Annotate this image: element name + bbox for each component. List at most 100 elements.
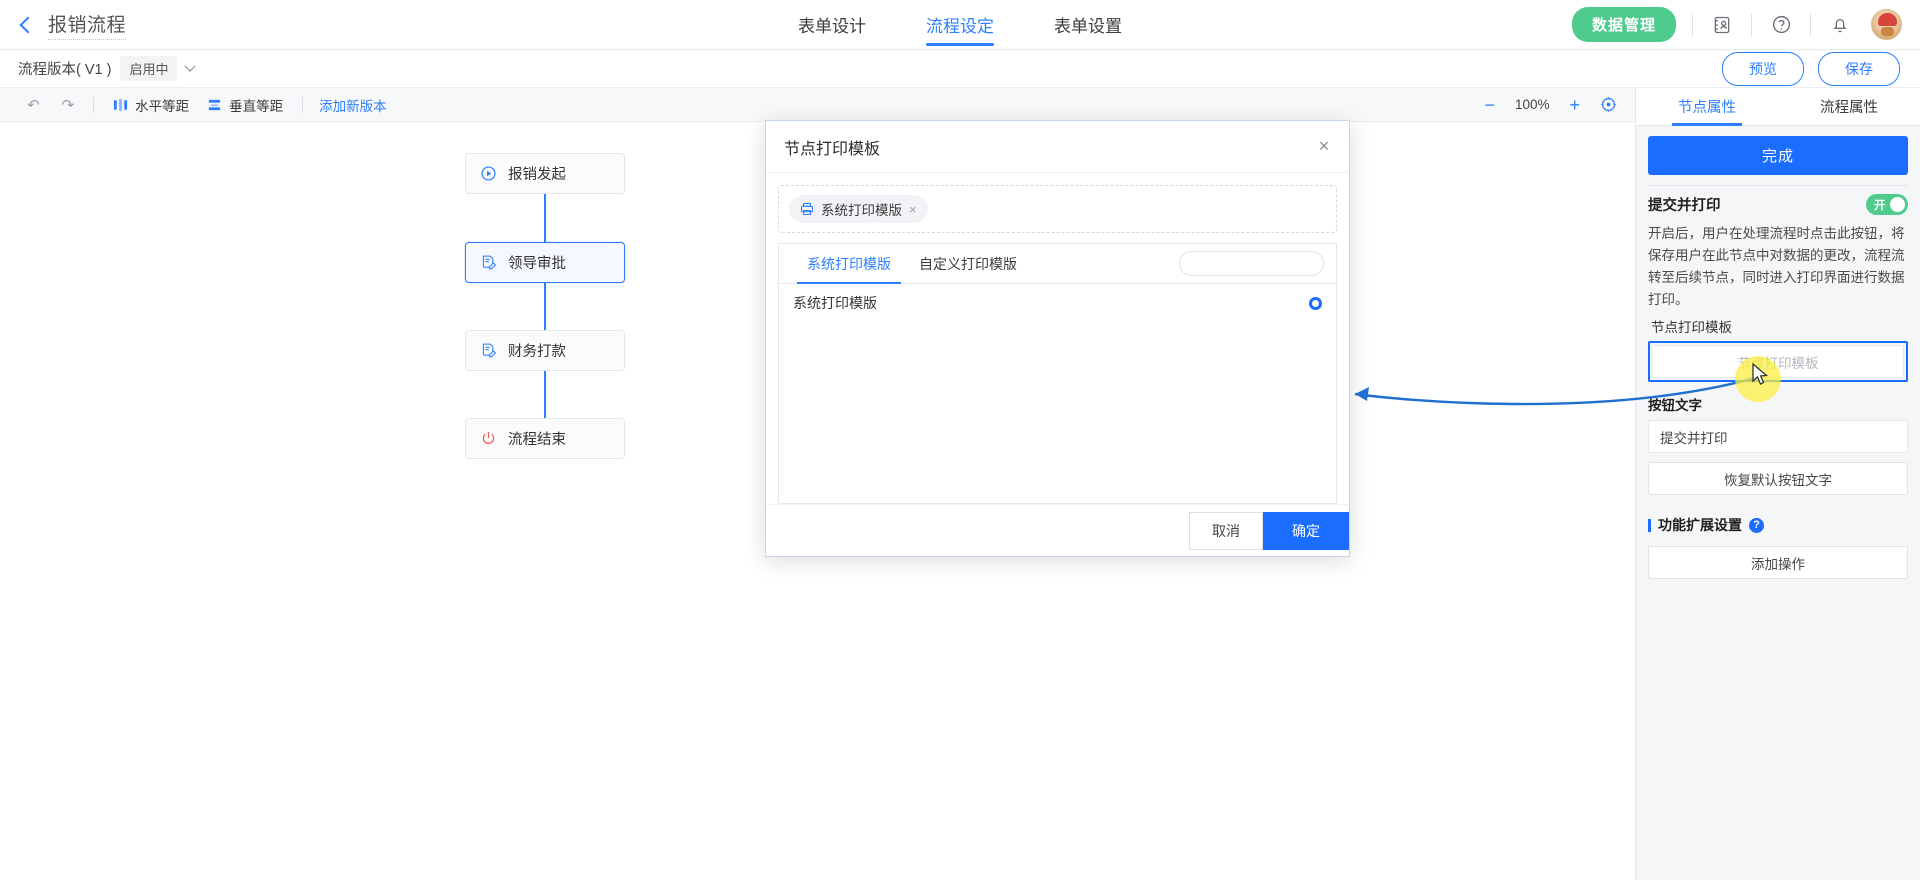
toggle-knob (1890, 197, 1905, 212)
node-print-template-field-wrapper: 节点打印模板 (1648, 341, 1908, 382)
confirm-button[interactable]: 确定 (1263, 512, 1349, 550)
template-list-pane: 系统打印模版 自定义打印模版 系统打印模版 (778, 243, 1337, 504)
template-tabs: 系统打印模版 自定义打印模版 (779, 244, 1336, 284)
version-info: 流程版本( V1 ) 启用中 (0, 56, 194, 81)
form-edit-icon (480, 342, 497, 359)
align-vertical-label: 垂直等距 (229, 95, 283, 115)
flow-node-label: 报销发起 (508, 163, 566, 184)
panel-tabs: 节点属性 流程属性 (1636, 88, 1920, 126)
add-version-button[interactable]: 添加新版本 (319, 95, 387, 115)
divider (93, 97, 94, 113)
version-label: 流程版本( V1 ) (18, 58, 111, 79)
divider (1648, 185, 1908, 186)
button-text-label: 按钮文字 (1648, 394, 1908, 414)
modal-body: 系统打印模版 × 系统打印模版 自定义打印模版 系统打印模版 (766, 173, 1349, 504)
add-action-button[interactable]: 添加操作 (1648, 546, 1908, 579)
panel-body: 完成 提交并打印 开 开启后，用户在处理流程时点击此按钮，将保存用户在此节点中对… (1636, 126, 1920, 579)
list-item-label: 系统打印模版 (793, 293, 877, 313)
divider (1692, 14, 1693, 36)
tab-node-properties[interactable]: 节点属性 (1672, 88, 1742, 126)
properties-panel: 节点属性 流程属性 完成 提交并打印 开 开启后，用户在处理流程时点击此按钮，将… (1635, 88, 1920, 880)
version-bar: 流程版本( V1 ) 启用中 预览 保存 (0, 50, 1920, 88)
tab-form-design[interactable]: 表单设计 (798, 0, 866, 50)
tab-system-template[interactable]: 系统打印模版 (793, 244, 905, 284)
divider (302, 97, 303, 113)
zoom-controls: − 100% + (1484, 96, 1617, 114)
chevron-down-icon[interactable] (185, 60, 196, 71)
extension-section-title: 功能扩展设置 ? (1648, 515, 1908, 535)
form-edit-icon (480, 254, 497, 271)
done-button[interactable]: 完成 (1648, 136, 1908, 175)
undo-icon[interactable]: ↶ (18, 93, 49, 117)
modal-title: 节点打印模板 (784, 135, 880, 159)
flow-node-start[interactable]: 报销发起 (465, 153, 625, 194)
list-item[interactable]: 系统打印模版 (779, 284, 1336, 322)
back-group: 报销流程 (0, 10, 126, 40)
version-actions: 预览 保存 (1722, 52, 1900, 86)
fit-view-icon[interactable] (1600, 96, 1617, 113)
preview-button[interactable]: 预览 (1722, 52, 1804, 86)
search-input[interactable] (1190, 257, 1351, 271)
contacts-icon[interactable] (1709, 12, 1735, 38)
flow-node-label: 流程结束 (508, 428, 566, 449)
cancel-button[interactable]: 取消 (1189, 512, 1263, 550)
divider (1810, 14, 1811, 36)
bell-icon[interactable] (1827, 12, 1853, 38)
redo-icon[interactable]: ↷ (53, 93, 84, 117)
flow-node-leader-approval[interactable]: 领导审批 (465, 242, 625, 283)
node-print-template-label: 节点打印模板 (1648, 316, 1908, 336)
align-horizontal-icon (113, 98, 128, 112)
close-icon[interactable]: × (1315, 137, 1333, 155)
selected-template-area[interactable]: 系统打印模版 × (778, 185, 1337, 233)
align-vertical-icon (207, 98, 222, 112)
tab-flow-settings[interactable]: 流程设定 (926, 0, 994, 50)
data-management-button[interactable]: 数据管理 (1572, 7, 1676, 42)
flow-node-label: 财务打款 (508, 340, 566, 361)
page-title[interactable]: 报销流程 (48, 10, 126, 40)
top-nav-tabs: 表单设计 流程设定 表单设置 (798, 0, 1122, 50)
extension-title-label: 功能扩展设置 (1658, 515, 1742, 535)
align-vertical-button[interactable]: 垂直等距 (198, 92, 292, 118)
avatar[interactable] (1871, 9, 1902, 40)
help-icon[interactable] (1768, 12, 1794, 38)
align-horizontal-button[interactable]: 水平等距 (104, 92, 198, 118)
tab-flow-properties[interactable]: 流程属性 (1814, 88, 1884, 126)
status-badge: 启用中 (120, 56, 177, 81)
reset-button-text-button[interactable]: 恢复默认按钮文字 (1648, 462, 1908, 495)
flow-node-finance-payment[interactable]: 财务打款 (465, 330, 625, 371)
zoom-out-button[interactable]: − (1484, 96, 1495, 114)
chevron-left-icon[interactable] (20, 16, 37, 33)
play-circle-icon (480, 165, 497, 182)
button-text-input[interactable]: 提交并打印 (1648, 420, 1908, 453)
question-mark-icon[interactable]: ? (1749, 518, 1764, 533)
tab-custom-template[interactable]: 自定义打印模版 (905, 244, 1031, 284)
save-button[interactable]: 保存 (1818, 52, 1900, 86)
radio-selected-icon[interactable] (1309, 297, 1322, 310)
submit-print-description: 开启后，用户在处理流程时点击此按钮，将保存用户在此节点中对数据的更改，流程流转至… (1648, 223, 1908, 310)
modal-header: 节点打印模板 × (766, 121, 1349, 173)
template-chip[interactable]: 系统打印模版 × (789, 195, 928, 223)
top-header: 报销流程 表单设计 流程设定 表单设置 数据管理 (0, 0, 1920, 50)
toggle-state-label: 开 (1874, 197, 1886, 213)
printer-icon (800, 202, 814, 216)
chip-remove-icon[interactable]: × (909, 202, 917, 217)
template-chip-label: 系统打印模版 (821, 199, 902, 219)
search-box[interactable] (1179, 251, 1324, 276)
print-template-modal: 节点打印模板 × 系统打印模版 × 系统打印模版 自定义打印模版 (765, 120, 1350, 557)
submit-print-label: 提交并打印 (1648, 194, 1721, 215)
submit-print-toggle[interactable]: 开 (1866, 194, 1908, 215)
flow-node-label: 领导审批 (508, 252, 566, 273)
divider (1751, 14, 1752, 36)
header-actions: 数据管理 (1572, 7, 1902, 42)
tab-form-settings[interactable]: 表单设置 (1054, 0, 1122, 50)
align-horizontal-label: 水平等距 (135, 95, 189, 115)
modal-footer: 取消 确定 (766, 504, 1349, 556)
zoom-level: 100% (1515, 97, 1550, 112)
power-off-icon (480, 430, 497, 447)
submit-print-row: 提交并打印 开 (1648, 194, 1908, 215)
canvas-toolbar: ↶ ↷ 水平等距 垂直等距 添加新版本 − 100% + (0, 88, 1635, 122)
section-accent-bar (1648, 519, 1651, 532)
node-print-template-field[interactable]: 节点打印模板 (1652, 345, 1904, 378)
zoom-in-button[interactable]: + (1569, 96, 1580, 114)
flow-node-end[interactable]: 流程结束 (465, 418, 625, 459)
